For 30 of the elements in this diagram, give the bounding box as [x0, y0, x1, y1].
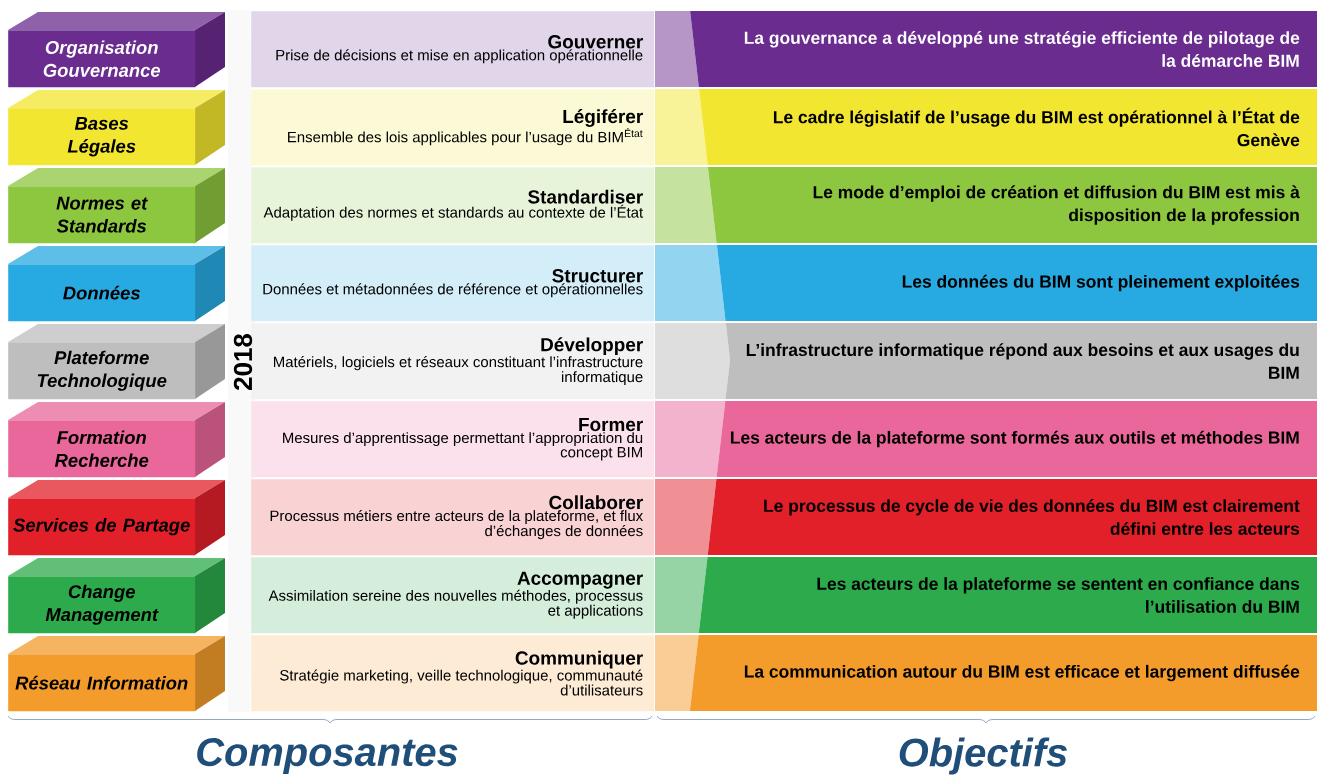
block-drawing: Organisation Gouvernance: [8, 12, 225, 88]
component-band: Standardiser Adaptation des normes et standards au contexte de l’État: [251, 167, 655, 244]
objective-band: Les données du BIM sont pleinement exploitées: [655, 245, 1317, 321]
objective-band: La communication autour du BIM est efficace et largement diffusée: [655, 635, 1317, 711]
block-drawing: Données: [8, 246, 225, 322]
objective-band: La gouvernance a développé une stratégie efficiente de pilotage de la démarche BIM: [655, 11, 1317, 87]
component-band: Développer Matériels, logiciels et réseaux constituant l’infrastructure informatique: [251, 323, 655, 400]
block-drawing: Réseau Information: [8, 636, 225, 712]
objective-band: Le mode d’emploi de création et diffusion du BIM est mis à disposition de la profession: [655, 167, 1317, 243]
component-band: Former Mesures d’apprentissage permettant l’appropriation du concept BIM: [251, 401, 655, 478]
section-heading: Composantes: [197, 737, 458, 775]
component-band: Légiférer Ensemble des lois applicables pour l’usage du BIM$^{État}$: [251, 89, 655, 166]
objective-band: Les acteurs de la plateforme se sentent en confiance dans l’utilisation du BIM: [655, 557, 1317, 633]
block-drawing: Formation Recherche: [8, 402, 225, 478]
block-drawing: Services de Partage: [8, 480, 225, 556]
objective-band: Le cadre législatif de l’usage du BIM est opérationnel à l’État de Genève: [655, 89, 1317, 165]
block-drawing: Bases Légales: [8, 90, 225, 166]
year-label: 2018: [233, 334, 253, 390]
objective-band: Les acteurs de la plateforme sont formés aux outils et méthodes BIM: [655, 401, 1317, 477]
component-band: Structurer Données et métadonnées de référence et opérationnelles: [251, 245, 655, 322]
component-band: Communiquer Stratégie marketing, veille technologique, communauté d’utilisateurs: [251, 635, 655, 712]
block-drawing: Change Management: [8, 558, 225, 634]
objective-band: L’infrastructure informatique répond aux besoins et aux usages du BIM: [655, 323, 1317, 399]
section-heading: Objectifs: [899, 737, 1067, 775]
objective-band: Le processus de cycle de vie des données du BIM est clairement défini entre les acteurs: [655, 479, 1317, 555]
component-band: Gouverner Prise de décisions et mise en application opérationnelle: [251, 11, 655, 88]
component-band: Collaborer Processus métiers entre acteurs de la plateforme, et flux d’échanges de données: [251, 479, 655, 556]
block-drawing: Plateforme Technologique: [8, 324, 225, 400]
component-band: Accompagner Assimilation sereine des nouvelles méthodes, processus et applications: [251, 557, 655, 634]
block-drawing: Normes et Standards: [8, 168, 225, 244]
